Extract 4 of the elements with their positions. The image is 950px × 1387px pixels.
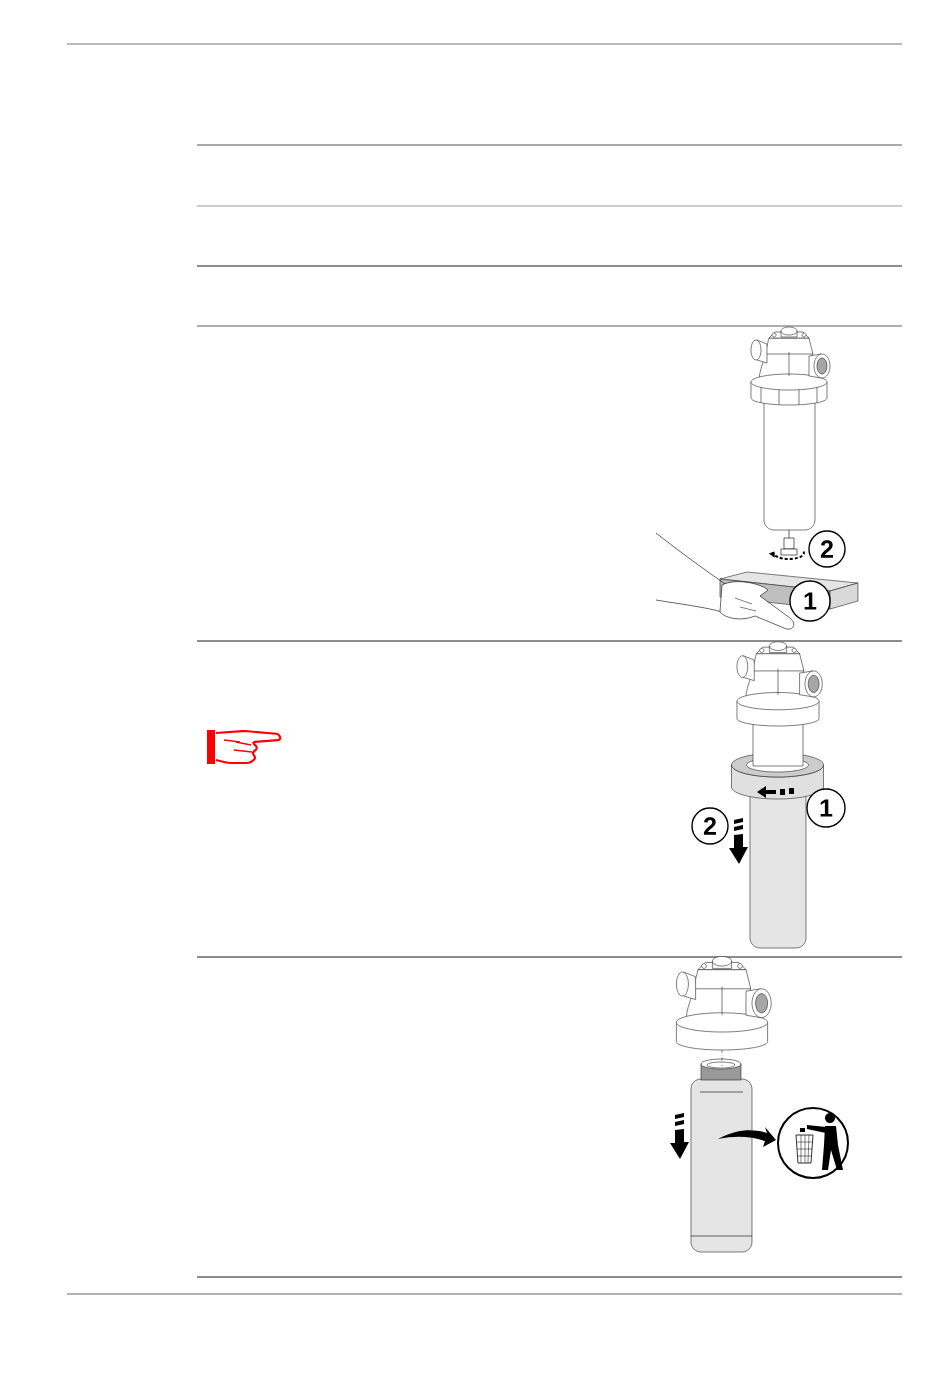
callout-number: 1 xyxy=(806,788,846,828)
callout-number: 1 xyxy=(789,580,831,622)
callout-number: 2 xyxy=(691,807,729,845)
callout-number: 2 xyxy=(808,530,846,568)
